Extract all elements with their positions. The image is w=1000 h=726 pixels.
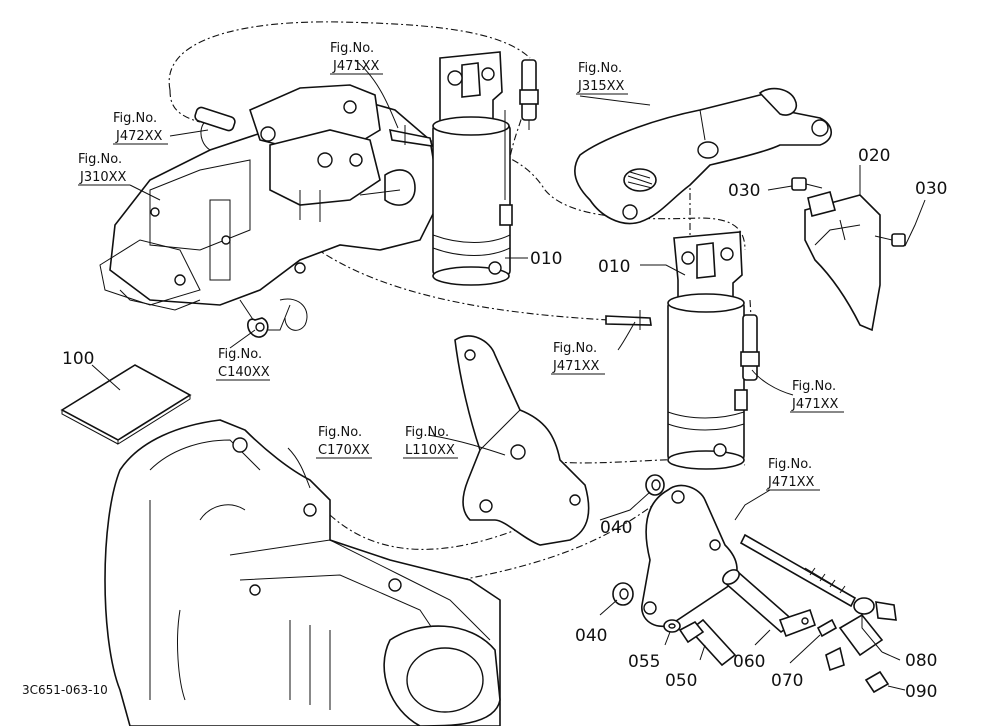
label-100: 100 (62, 349, 94, 369)
hose-fitting-upper (388, 125, 434, 147)
label-030-left: 030 (728, 181, 760, 201)
label-020: 020 (858, 146, 890, 166)
bolt-050 (678, 618, 737, 667)
manual-sheet (60, 364, 192, 445)
hose-fitting-middle (605, 310, 652, 330)
washer-040-upper (645, 474, 665, 496)
label-040-lower: 040 (575, 626, 607, 646)
label-050: 050 (665, 671, 697, 691)
mounting-bracket (454, 335, 590, 546)
bolt-030-right (874, 233, 906, 247)
washer-055 (663, 619, 681, 633)
fig-ref-prefix-j471-right: Fig.No. (792, 379, 836, 394)
fig-ref-prefix-j471-top: Fig.No. (330, 41, 374, 56)
label-030-right: 030 (915, 179, 947, 199)
screw-090 (864, 670, 890, 694)
hydraulic-cylinder-left (432, 51, 513, 286)
fig-ref-prefix-j315: Fig.No. (578, 61, 622, 76)
part-number-labels: 010 010 020 030 030 040 040 055 050 060 … (62, 146, 947, 702)
label-090: 090 (905, 682, 937, 702)
pin-060 (722, 569, 817, 638)
label-010-left: 010 (530, 249, 562, 269)
sensor-block-080 (825, 613, 884, 672)
hydraulic-block-assembly (99, 84, 441, 338)
fig-ref-prefix-c170: Fig.No. (318, 425, 362, 440)
lower-link-plate (641, 484, 738, 627)
long-bolt-and-nuts (739, 533, 897, 621)
hydraulic-cylinder-right (667, 231, 748, 470)
label-060: 060 (733, 652, 765, 672)
fig-ref-prefix-l110: Fig.No. (405, 425, 449, 440)
cover-plate (804, 191, 881, 332)
lift-arm (574, 87, 833, 225)
drawing-code: 3C651-063-10 (22, 683, 108, 697)
fig-ref-prefix-j471-lower: Fig.No. (768, 457, 812, 472)
label-070: 070 (771, 671, 803, 691)
screw-070 (816, 618, 838, 638)
fig-ref-j310: J310XX (79, 170, 127, 185)
fig-ref-j471-right: J471XX (791, 397, 839, 412)
fig-ref-j472: J472XX (115, 129, 163, 144)
sensor-fitting-left (519, 59, 539, 130)
fig-ref-prefix-j472: Fig.No. (113, 111, 157, 126)
sensor-fitting-right (740, 314, 760, 381)
fig-ref-j471-lower: J471XX (767, 475, 815, 490)
fig-ref-prefix-c140: Fig.No. (218, 347, 262, 362)
transmission-housing (104, 419, 501, 726)
label-040-upper: 040 (600, 518, 632, 538)
fig-ref-j315: J315XX (577, 79, 625, 94)
label-010-right: 010 (598, 257, 630, 277)
figure-references: Fig.No. J471XX Fig.No. J472XX Fig.No. J3… (78, 41, 844, 491)
fig-ref-c140: C140XX (218, 365, 270, 380)
fig-ref-j471-top: J471XX (332, 59, 380, 74)
fig-ref-prefix-j471-middle: Fig.No. (553, 341, 597, 356)
fig-ref-j471-middle: J471XX (552, 359, 600, 374)
bolt-030-left (791, 177, 823, 191)
washer-040-lower (612, 582, 634, 606)
fig-ref-c170: C170XX (318, 443, 370, 458)
leader-lines (91, 59, 926, 691)
fig-ref-prefix-j310: Fig.No. (78, 152, 122, 167)
label-055: 055 (628, 652, 660, 672)
fig-ref-l110: L110XX (405, 443, 455, 458)
label-080: 080 (905, 651, 937, 671)
